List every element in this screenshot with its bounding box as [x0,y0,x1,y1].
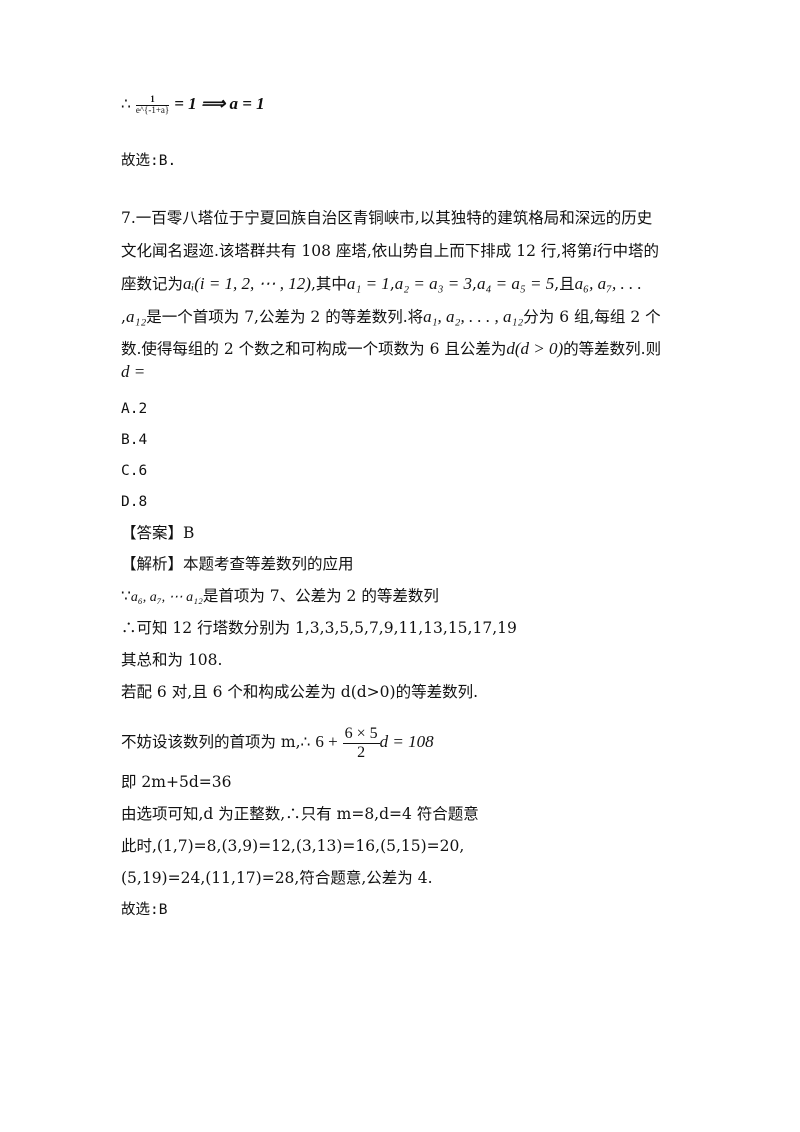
analysis-line-9: (5,19)=24,(11,17)=28,符合题意,公差为 4. [121,869,433,887]
q7-line-1: 7.一百零八塔位于宁夏回族自治区青铜峡市,以其独特的建筑格局和深远的历史 [121,209,653,227]
intro-formula: ∴ 1 e^{-1+a} = 1 ⟹ a = 1 [121,92,265,116]
intro-choice: 故选:B. [121,153,177,169]
option-b: B.4 [121,432,148,448]
analysis-line-3: 其总和为 108. [121,651,223,669]
analysis-line-7: 由选项可知,d 为正整数,∴只有 m=8,d=4 符合题意 [121,805,479,823]
option-d: D.8 [121,494,148,510]
option-a: A.2 [121,401,148,417]
analysis-label: 【解析】本题考查等差数列的应用 [121,555,354,573]
analysis-line-5: 不妨设该数列的首项为 m,∴ 6 + 6 × 5 2 d = 108 [121,724,434,761]
option-c: C.6 [121,463,148,479]
analysis-line-4: 若配 6 对,且 6 个和构成公差为 d(d>0)的等差数列. [121,683,479,701]
therefore-symbol: ∴ [121,95,131,113]
q7-line-4: ,a₁₂是一个首项为 7,公差为 2 的等差数列.将a₁, a₂, . . . … [121,307,661,326]
intro-fraction: 1 e^{-1+a} [135,93,170,115]
q7-line-6: d = [121,362,146,381]
analysis-final-choice: 故选:B [121,902,168,918]
analysis-line-8: 此时,(1,7)=8,(3,9)=12,(3,13)=16,(5,15)=20, [121,837,465,855]
q7-line-5: 数.使得每组的 2 个数之和可构成一个项数为 6 且公差为d(d > 0)的等差… [121,339,662,358]
intro-result: = 1 ⟹ a = 1 [174,94,265,113]
analysis-line-1: ∵a₆, a₇, ⋯ a₁₂是首项为 7、公差为 2 的等差数列 [121,587,439,605]
analysis-line-2: ∴可知 12 行塔数分别为 1,3,3,5,5,7,9,11,13,15,17,… [121,619,517,637]
q7-line-2: 文化闻名遐迩.该塔群共有 108 座塔,依山势自上而下排成 12 行,将第i行中… [121,241,660,260]
q7-line-3: 座数记为aᵢ(i = 1, 2, ⋯ , 12),其中a₁ = 1,a₂ = a… [121,274,642,293]
answer-label: 【答案】B [121,524,195,542]
analysis-line-6: 即 2m+5d=36 [121,773,232,791]
analysis-fraction: 6 × 5 2 [342,724,380,761]
